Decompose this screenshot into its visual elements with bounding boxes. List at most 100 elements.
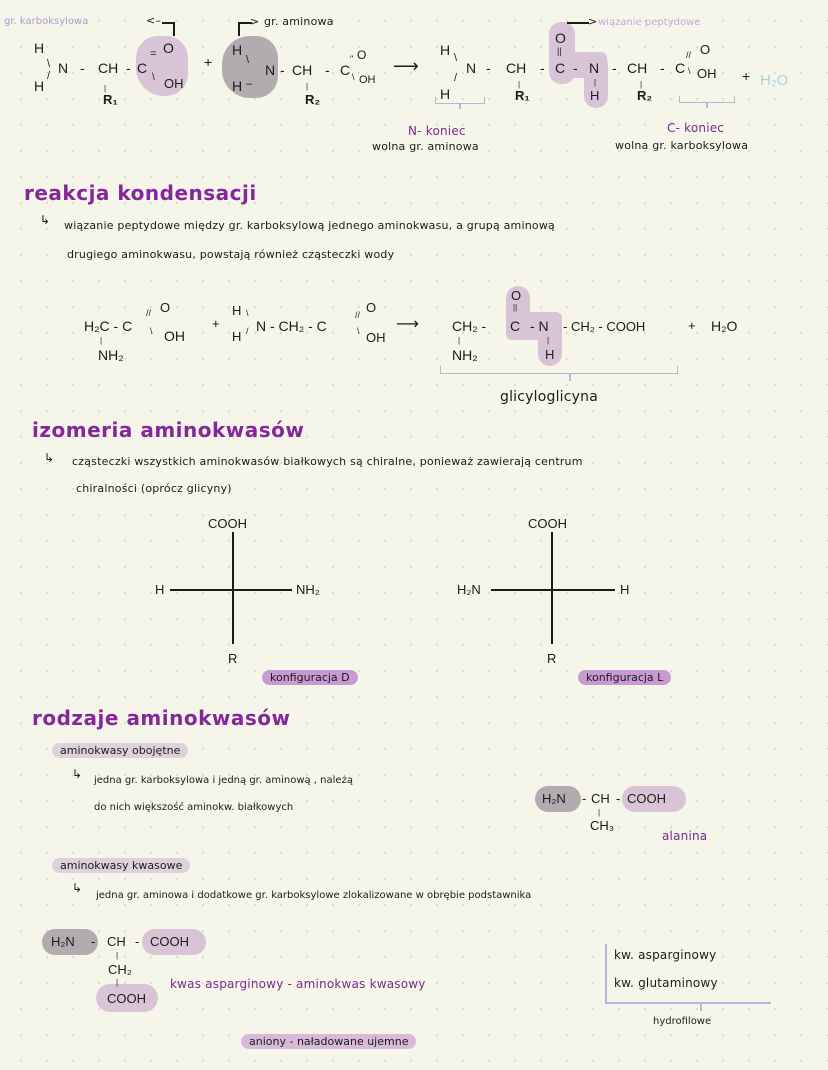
atom-h: H — [34, 78, 45, 94]
fischer-right: NH₂ — [296, 582, 320, 597]
product-bracket — [440, 366, 678, 374]
double-bond: // — [146, 308, 152, 318]
atom-ch: CH — [506, 60, 527, 76]
atom-h: H — [232, 329, 242, 344]
bullet-arrow-icon: ↳ — [72, 881, 83, 895]
bond: - — [486, 60, 491, 76]
double-bond: = — [150, 48, 157, 60]
arrow-right-icon: > — [588, 15, 598, 28]
neutral-amino-acids-label: aminokwasy obojętne — [52, 743, 189, 758]
atom-h: H — [440, 42, 451, 58]
atom-c: C — [555, 60, 566, 76]
atom-ch: CH — [292, 62, 313, 78]
atom-o: O — [555, 30, 566, 46]
connector-line — [238, 22, 240, 36]
fischer-vertical-line — [551, 532, 553, 644]
bond: - — [126, 60, 131, 76]
atom-ch: CH — [591, 791, 610, 806]
double-bond: // — [355, 310, 361, 320]
group-oh: OH — [164, 328, 185, 344]
body-text: chiralności (oprócz glicyny) — [76, 482, 232, 495]
section-heading: reakcja kondensacji — [24, 181, 257, 205]
fischer-vertical-line — [232, 532, 234, 644]
substituent-r2: R₂ — [637, 88, 653, 103]
bracket-stem — [700, 1003, 702, 1011]
bracket-stem — [459, 103, 461, 109]
product-name: glicyloglicyna — [500, 389, 599, 405]
label-peptide-bond: wiązanie peptydowe — [598, 17, 701, 28]
atom-n: N — [466, 60, 477, 76]
arrow-right-icon: > — [250, 15, 260, 28]
plus-sign: + — [212, 316, 220, 331]
bond: - — [540, 60, 545, 76]
amino-highlight — [222, 36, 278, 98]
acid-group: COOH — [627, 791, 666, 806]
bond: – — [246, 78, 253, 90]
bond: | — [116, 978, 119, 987]
section-heading: rodzaje aminokwasów — [32, 706, 291, 730]
bond: - — [612, 60, 617, 76]
atom-h: H — [232, 42, 243, 58]
substituent-r1: R₁ — [103, 92, 118, 107]
fischer-horizontal-line — [491, 589, 615, 591]
substituent-r1: R₁ — [515, 88, 530, 103]
group-oh: OH — [164, 76, 184, 91]
config-l-label: konfiguracja L — [578, 670, 672, 685]
n-terminus-title: N- koniec — [408, 124, 466, 138]
atom-n: N — [58, 60, 69, 76]
connector-line — [162, 22, 174, 24]
fischer-bottom: R — [547, 651, 557, 666]
atom-c: C — [340, 62, 351, 78]
atom-h: H — [232, 303, 242, 318]
acid-highlight — [142, 929, 206, 955]
n-terminus-desc: wolna gr. aminowa — [372, 140, 479, 153]
carboxyl-highlight — [136, 36, 188, 96]
list-bracket-left — [605, 944, 607, 1002]
bond: | — [458, 336, 461, 345]
double-bond: " — [350, 54, 354, 64]
fischer-horizontal-line — [170, 589, 292, 591]
bond: \ — [357, 326, 360, 336]
bond: | — [100, 336, 103, 345]
atom-o: O — [160, 300, 171, 315]
label-carboxyl-group: gr. karboksylowa — [4, 16, 89, 27]
fischer-top: COOH — [208, 516, 247, 531]
list-bracket-bottom — [605, 1002, 771, 1004]
fischer-left: H — [155, 582, 165, 597]
bond: - — [616, 791, 621, 806]
c-terminus-desc: wolna gr. karboksylowa — [615, 139, 749, 152]
amino-acid-name: alanina — [662, 829, 708, 843]
bond: / — [47, 70, 51, 82]
bracket-stem — [706, 102, 708, 108]
connector-line — [173, 22, 175, 36]
molecule-fragment: N - CH₂ - C — [256, 318, 327, 334]
atom-ch: CH — [627, 60, 648, 76]
amine-group: H₂N — [51, 934, 75, 949]
body-text: jedna gr. aminowa i dodatkowe gr. karbok… — [96, 890, 532, 901]
peptide-bond-highlight — [538, 312, 562, 366]
atom-ch: CH — [98, 60, 119, 76]
group-oh: OH — [697, 66, 717, 81]
acid-group: COOH — [150, 934, 189, 949]
water-molecule: H₂O — [760, 72, 789, 89]
molecule-fragment: CH₂ - — [452, 318, 487, 334]
bond: - — [80, 60, 85, 76]
plus-sign: + — [204, 54, 213, 70]
atom-ch: CH — [107, 934, 126, 949]
side-acid-highlight — [96, 984, 158, 1012]
atom-h: H — [590, 88, 600, 103]
amine-highlight — [535, 786, 581, 812]
bond: | — [640, 80, 643, 89]
bullet-arrow-icon: ↳ — [72, 767, 83, 781]
bond: \ — [150, 326, 153, 336]
section-heading: izomeria aminokwasów — [32, 418, 305, 442]
peptide-bond-highlight — [584, 52, 608, 108]
bracket-stem — [569, 373, 571, 381]
acidic-amino-acids-label: aminokwasy kwasowe — [52, 858, 191, 873]
atom-c: C — [510, 318, 521, 334]
atom-o: O — [700, 42, 711, 57]
molecule-fragment: H₂C - C — [84, 318, 133, 334]
bond: \ — [454, 52, 458, 64]
fischer-left: H₂N — [457, 582, 481, 597]
amino-acid-name: kwas asparginowy - aminokwas kwasowy — [170, 977, 426, 991]
